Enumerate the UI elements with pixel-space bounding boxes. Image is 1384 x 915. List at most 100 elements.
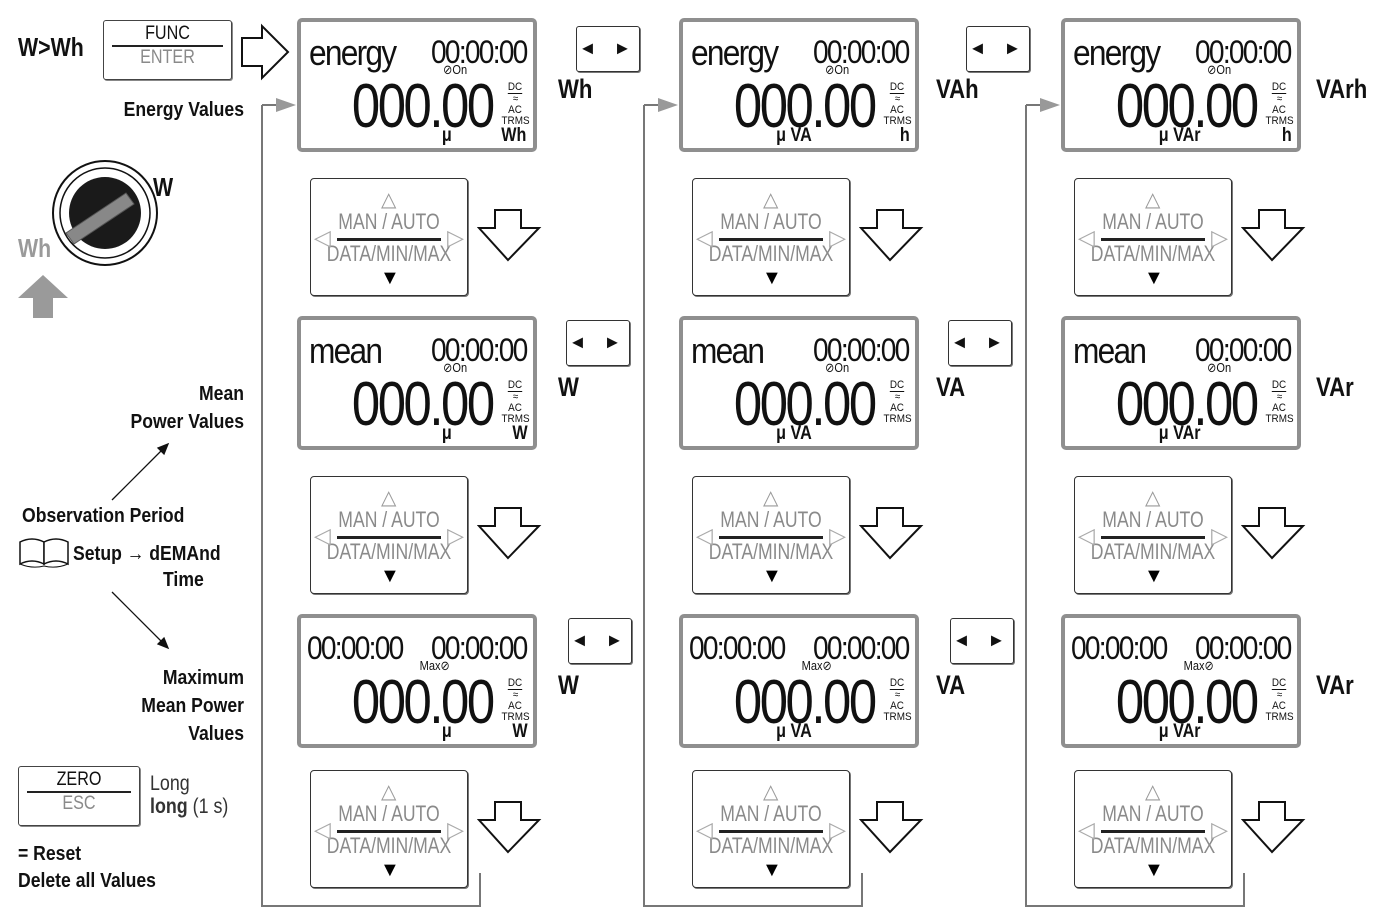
- lcd-timer-indicator: Max⊘: [1184, 658, 1214, 674]
- max-mean-power-label: Maximum Mean Power Values: [141, 667, 244, 745]
- lcd-mode-label: mean: [309, 330, 383, 371]
- lcd-mode-label: 00:00:00: [1071, 630, 1168, 666]
- right-key-icon[interactable]: ▷: [829, 225, 846, 250]
- left-right-nav-button[interactable]: ◄ ►: [568, 618, 632, 664]
- lcd-small-unit: μ VAr: [1158, 423, 1201, 444]
- left-key-icon[interactable]: ◁: [696, 523, 713, 548]
- down-arrow-icon: [859, 209, 924, 262]
- key-divider: [1101, 830, 1205, 833]
- left-right-nav-button[interactable]: ◄ ►: [948, 320, 1012, 366]
- up-key-icon[interactable]: △: [1145, 189, 1161, 211]
- left-key-icon[interactable]: ◁: [696, 225, 713, 250]
- man-auto-label: MAN / AUTO: [720, 507, 822, 532]
- lcd-mode-label: energy: [691, 32, 779, 73]
- down-key-icon[interactable]: ▼: [762, 267, 782, 289]
- up-key-icon[interactable]: △: [763, 781, 779, 803]
- down-key-icon[interactable]: ▼: [380, 565, 400, 587]
- down-key-icon[interactable]: ▼: [762, 859, 782, 881]
- dc-label: DC: [507, 81, 523, 94]
- long-press-label: long (1 s): [150, 795, 229, 818]
- left-key-icon[interactable]: ◁: [696, 817, 713, 842]
- zero-esc-key[interactable]: ZERO ESC: [18, 766, 140, 826]
- up-key-icon[interactable]: △: [1145, 781, 1161, 803]
- up-key-icon[interactable]: △: [381, 487, 397, 509]
- up-key-icon[interactable]: △: [1145, 487, 1161, 509]
- left-key-icon[interactable]: ◁: [1078, 225, 1095, 250]
- down-key-icon[interactable]: ▼: [1144, 267, 1164, 289]
- left-right-nav-button[interactable]: ◄ ►: [950, 618, 1014, 664]
- stopwatch-icon: ⊘: [825, 360, 835, 375]
- key-divider: [1101, 238, 1205, 241]
- timer-on-tag: On: [834, 360, 850, 375]
- left-key-icon[interactable]: ◁: [314, 817, 331, 842]
- up-key-icon[interactable]: △: [763, 487, 779, 509]
- left-key-icon[interactable]: ◁: [314, 225, 331, 250]
- key-divider: [719, 536, 823, 539]
- down-arrow-icon: [1241, 209, 1306, 262]
- down-key-icon[interactable]: ▼: [380, 859, 400, 881]
- ac-label: AC: [508, 402, 522, 414]
- up-key-icon[interactable]: △: [381, 189, 397, 211]
- down-key-icon[interactable]: ▼: [762, 565, 782, 587]
- down-key-icon[interactable]: ▼: [380, 267, 400, 289]
- down-arrow-icon: [477, 801, 542, 854]
- timer-on-tag: On: [834, 62, 850, 77]
- right-key-icon[interactable]: ▷: [447, 523, 464, 548]
- zero-key-label: ZERO: [56, 769, 102, 790]
- lcd-timer: 00:00:00: [431, 34, 528, 70]
- ac-label: AC: [890, 700, 904, 712]
- lcd-timer-indicator: ⊘On: [1207, 62, 1231, 78]
- dc-label: DC: [889, 379, 905, 392]
- timer-max-tag: Max: [801, 658, 823, 673]
- right-key-icon[interactable]: ▷: [447, 817, 464, 842]
- ac-dc-wave-icon: ≈: [512, 93, 518, 105]
- down-key-icon[interactable]: ▼: [1144, 859, 1164, 881]
- left-right-nav-button[interactable]: ◄ ►: [966, 26, 1030, 72]
- lcd-small-unit: μ VAr: [1158, 125, 1201, 146]
- right-key-icon[interactable]: ▷: [1211, 225, 1228, 250]
- left-right-nav-button[interactable]: ◄ ►: [566, 320, 630, 366]
- left-key-icon[interactable]: ◁: [314, 523, 331, 548]
- up-key-icon[interactable]: △: [381, 781, 397, 803]
- trms-label: TRMS: [883, 711, 912, 723]
- timer-max-tag: Max: [1183, 658, 1205, 673]
- man-auto-label: MAN / AUTO: [1102, 801, 1204, 826]
- ac-label: AC: [890, 402, 904, 414]
- left-key-icon[interactable]: ◁: [1078, 523, 1095, 548]
- stopwatch-icon: ⊘: [822, 658, 832, 673]
- trms-label: TRMS: [1265, 711, 1294, 723]
- unit-label: Wh: [558, 74, 593, 104]
- unit-label: VA: [936, 372, 966, 402]
- setup-demand-label: Setup → dEMAnd: [73, 543, 221, 565]
- dc-label: DC: [889, 81, 905, 94]
- right-key-icon[interactable]: ▷: [829, 523, 846, 548]
- down-key-icon[interactable]: ▼: [1144, 565, 1164, 587]
- right-key-icon[interactable]: ▷: [829, 817, 846, 842]
- dc-label: DC: [1271, 379, 1287, 392]
- right-key-icon[interactable]: ▷: [447, 225, 464, 250]
- right-key-icon[interactable]: ▷: [1211, 817, 1228, 842]
- left-key-icon[interactable]: ◁: [1078, 817, 1095, 842]
- lcd-small-unit: μ: [441, 721, 452, 742]
- right-key-icon[interactable]: ▷: [1211, 523, 1228, 548]
- lcd-small-unit: μ VA: [776, 125, 812, 146]
- key-divider: [1101, 536, 1205, 539]
- left-right-nav-button[interactable]: ◄ ►: [576, 26, 640, 72]
- up-key-icon[interactable]: △: [763, 189, 779, 211]
- reset-label: = Reset: [18, 843, 82, 865]
- lcd-value: 000.00: [734, 668, 877, 737]
- ac-label: AC: [508, 104, 522, 116]
- time-label: Time: [163, 569, 204, 591]
- func-enter-key[interactable]: FUNC ENTER: [103, 20, 232, 80]
